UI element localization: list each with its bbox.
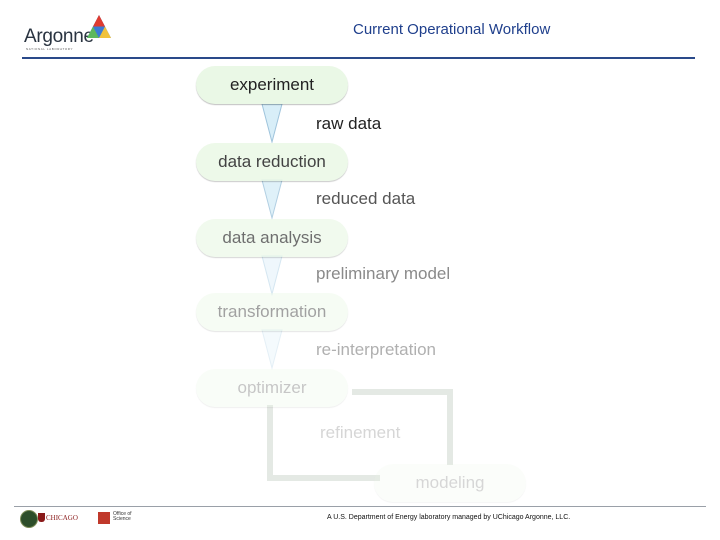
node-data-analysis: data analysis — [196, 219, 348, 257]
node-modeling: modeling — [374, 464, 526, 502]
office-of-science-wordmark: Office of Science — [113, 511, 132, 522]
arrow-reduced-data — [261, 179, 283, 220]
edge-label-preliminary-model: preliminary model — [316, 264, 451, 283]
office-of-science-icon — [98, 512, 110, 524]
arrow-re-interpretation — [261, 329, 283, 370]
footer-text: A U.S. Department of Energy laboratory m… — [327, 514, 571, 521]
logo-wordmark: Argonne — [24, 26, 94, 47]
node-experiment: experiment — [196, 66, 348, 104]
loop-optimizer-modeling — [267, 389, 453, 481]
argonne-triangle-icon — [87, 15, 111, 38]
node-transformation: transformation — [196, 293, 348, 331]
edge-label-re-interpretation: re-interpretation — [316, 340, 437, 359]
footer-divider — [14, 506, 706, 507]
uchicago-shield-icon — [38, 513, 45, 522]
node-optimizer: optimizer — [196, 369, 348, 407]
edge-label-raw-data: raw data — [316, 114, 382, 133]
doe-seal-icon — [20, 510, 38, 528]
node-data-reduction: data reduction — [196, 143, 348, 181]
footer-logos: CHICAGO Office of Science — [16, 510, 146, 530]
argonne-logo: Argonne NATIONAL LABORATORY — [22, 14, 122, 51]
edge-label-refinement: refinement — [320, 423, 401, 442]
arrow-raw-data — [261, 103, 283, 144]
logo-subtext: NATIONAL LABORATORY — [26, 47, 74, 51]
slide-title: Current Operational Workflow — [353, 21, 551, 38]
edge-label-reduced-data: reduced data — [316, 189, 416, 208]
arrow-preliminary-model — [261, 255, 283, 296]
header-divider — [22, 57, 695, 59]
uchicago-wordmark: CHICAGO — [46, 514, 78, 522]
